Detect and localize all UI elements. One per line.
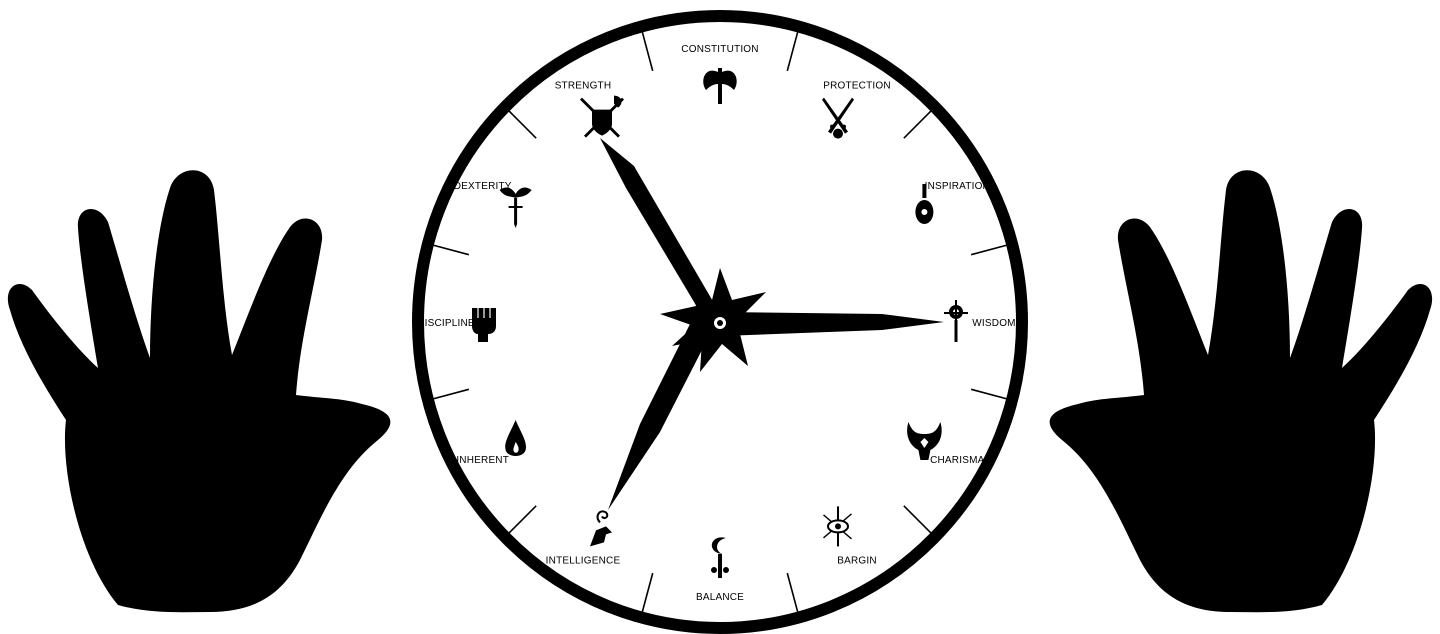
segment-label-wisdom: WISDOM [972, 318, 1015, 329]
segment-label-protection: PROTECTION [823, 81, 891, 92]
left-hand-icon [8, 170, 390, 612]
segment-label-discipline: DISCIPLINE [417, 318, 475, 329]
segment-label-dexterity: DEXTERITY [454, 181, 512, 192]
segment-label-strength: STRENGTH [555, 81, 612, 92]
segment-label-intelligence: INTELLIGENCE [546, 555, 621, 566]
segment-label-inherent: INHERENT [456, 455, 509, 466]
segment-label-charisma: CHARISMA [930, 455, 985, 466]
hub-pin [717, 320, 723, 326]
segment-label-bargin: BARGIN [837, 555, 877, 566]
right-hand-icon [1050, 170, 1432, 612]
segment-label-inspiration: INSPIRATION [925, 181, 990, 192]
segment-label-balance: BALANCE [696, 592, 744, 603]
segment-label-constitution: CONSTITUTION [681, 44, 758, 55]
